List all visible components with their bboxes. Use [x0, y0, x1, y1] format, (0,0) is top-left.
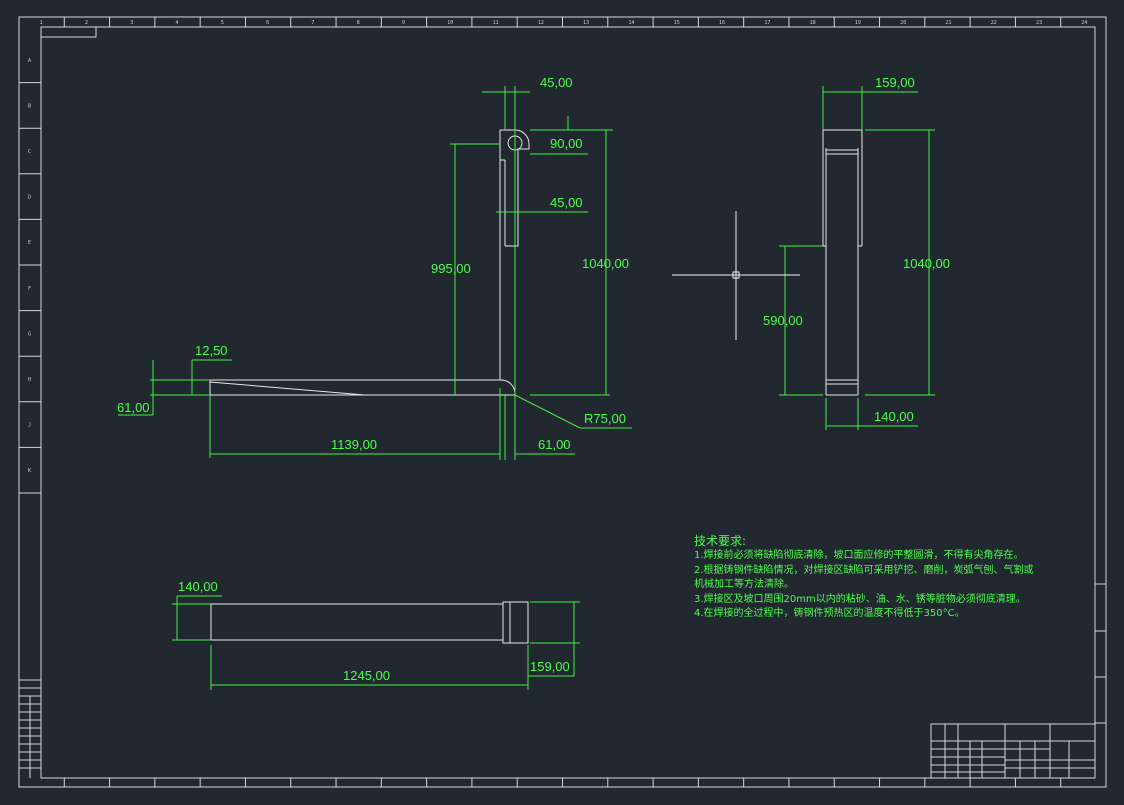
dim-side-bottom-width: 140,00 — [874, 409, 914, 424]
notes-title: 技术要求: — [694, 534, 747, 548]
ruler-label: 19 — [855, 20, 861, 26]
ruler-label: H — [28, 377, 31, 383]
ruler-label: 21 — [945, 20, 951, 26]
crosshair-cursor-icon — [672, 211, 800, 340]
ruler-label: 23 — [1036, 20, 1042, 26]
ruler-label: 6 — [266, 20, 269, 26]
front-dimension-lines — [118, 86, 632, 460]
ruler-label: 13 — [583, 20, 589, 26]
ruler-label: F — [28, 286, 31, 292]
ruler-label: 3 — [130, 20, 133, 26]
dim-blade-length: 1139,00 — [331, 437, 377, 452]
ruler-label: 14 — [628, 20, 634, 26]
ruler-label: 2 — [85, 20, 88, 26]
ruler-label: 15 — [674, 20, 680, 26]
ruler-label: A — [28, 58, 31, 64]
ruler-label: E — [28, 240, 31, 246]
side-view[interactable]: 159,00 1040,00 590,00 140,00 — [763, 75, 950, 430]
dim-plan-heel-width: 159,00 — [530, 659, 570, 674]
dim-back-thickness: 61,00 — [538, 437, 571, 452]
ruler-label: 10 — [447, 20, 453, 26]
ruler-label: 17 — [764, 20, 770, 26]
ruler-label: 16 — [719, 20, 725, 26]
ruler-label: 1 — [40, 20, 43, 26]
dim-tip-height: 12,50 — [195, 343, 228, 358]
ruler-label: 9 — [402, 20, 405, 26]
note-item: 4.在焊接的全过程中，铸钢件预热区的温度不得低于350°C。 — [694, 608, 965, 620]
upright-outline-right — [500, 129, 530, 395]
dim-total-height: 1040,00 — [582, 256, 629, 271]
ruler-left: A B C D E F G H J K — [19, 58, 41, 494]
technical-requirements: 技术要求: 1.焊接前必须将缺陷彻底清除，坡口面应修的平整圆滑，不得有尖角存在。… — [694, 533, 1039, 622]
plan-view[interactable]: 140,00 1245,00 159,00 — [172, 579, 580, 690]
dim-blade-thickness: 61,00 — [117, 400, 150, 415]
ruler-right — [1095, 583, 1106, 724]
side-dimension-lines — [779, 86, 935, 430]
dim-bend-radius: R75,00 — [584, 411, 626, 426]
ruler-label: 18 — [810, 20, 816, 26]
dim-side-top-width: 159,00 — [875, 75, 915, 90]
blade-taper — [209, 381, 366, 396]
ruler-label: 7 — [311, 20, 314, 26]
dim-hook-depth: 45,00 — [550, 195, 583, 210]
dim-inner-height: 995,00 — [431, 261, 471, 276]
ruler-label: 8 — [357, 20, 360, 26]
ruler-label: K — [28, 468, 31, 474]
ruler-label: C — [28, 149, 31, 155]
corner-label-box — [41, 27, 97, 38]
note-item: 3.焊接区及坡口周围20mm以内的粘砂、油、水、锈等脏物必须彻底清理。 — [694, 593, 1026, 605]
dim-plan-width: 140,00 — [178, 579, 218, 594]
ruler-label: D — [28, 195, 31, 201]
plan-dimension-lines — [172, 595, 580, 690]
title-block — [930, 723, 1096, 779]
ruler-label: 4 — [176, 20, 179, 26]
front-view[interactable]: 45,00 90,00 45,00 995,00 1040,00 12,50 6… — [117, 75, 632, 460]
dim-hole-offset: 90,00 — [550, 136, 583, 151]
dim-plan-length: 1245,00 — [343, 668, 390, 683]
note-item: 1.焊接前必须将缺陷彻底清除，坡口面应修的平整圆滑，不得有尖角存在。 — [694, 550, 1024, 561]
ruler-label: 11 — [493, 20, 499, 26]
ruler-label: 24 — [1081, 20, 1087, 26]
ruler-bottom — [63, 778, 1062, 787]
dim-side-total-height: 1040,00 — [903, 256, 950, 271]
ruler-label: 20 — [900, 20, 906, 26]
note-item: 2.根据铸钢件缺陷情况，对焊接区缺陷可采用铲挖、磨削，炭弧气刨、气割或机械加工等… — [694, 564, 1034, 591]
revision-table — [19, 679, 41, 778]
heel-radius — [499, 379, 516, 396]
dim-top-width: 45,00 — [540, 75, 573, 90]
ruler-label: 12 — [538, 20, 544, 26]
ruler-label: 5 — [221, 20, 224, 26]
ruler-label: B — [28, 103, 31, 109]
ruler-label: J — [28, 423, 31, 429]
dim-side-mid-height: 590,00 — [763, 313, 803, 328]
ruler-label: G — [28, 331, 31, 337]
inner-frame — [40, 26, 1096, 779]
ruler-label: 22 — [991, 20, 997, 26]
